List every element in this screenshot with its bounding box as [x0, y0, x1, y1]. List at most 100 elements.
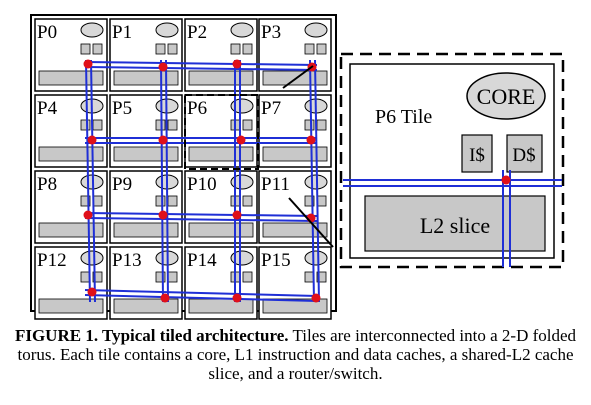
- core-label: CORE: [477, 84, 536, 109]
- leader-line-bottom: [288, 197, 334, 248]
- tile-dcache: [167, 119, 178, 131]
- link-col-1-a: [160, 59, 164, 303]
- tile-label: P11: [261, 174, 290, 195]
- router-p10: [232, 210, 242, 220]
- link-col-1-b: [165, 59, 169, 303]
- router-p12: [87, 287, 97, 297]
- tile-label: P2: [187, 22, 207, 43]
- tile-icache: [155, 195, 166, 207]
- tile-dcache: [92, 43, 103, 55]
- tile-core: [80, 250, 104, 266]
- zoom-router: [501, 175, 511, 185]
- tile-label: P12: [37, 250, 67, 271]
- tile-icache: [230, 43, 241, 55]
- tile-l2-slice: [38, 222, 104, 238]
- tile-p1: P1: [109, 18, 183, 92]
- tile-core: [80, 22, 104, 38]
- tile-l2-slice: [188, 146, 254, 162]
- tile-l2-slice: [113, 146, 179, 162]
- tile-l2-slice: [262, 222, 328, 238]
- icache-label: I$: [469, 145, 485, 166]
- tile-label: P3: [261, 22, 281, 43]
- l2-slice-label: L2 slice: [420, 213, 490, 238]
- tile-label: P13: [112, 250, 142, 271]
- link-row-2-b: [84, 217, 318, 222]
- link-row-2-a: [84, 212, 318, 217]
- link-col-3-a: [309, 59, 315, 303]
- router-p4: [87, 135, 97, 145]
- tile-l2-slice: [113, 298, 179, 314]
- zoom-title: P6 Tile: [375, 106, 432, 128]
- tile-label: P9: [112, 174, 132, 195]
- tile-p14: P14: [184, 246, 258, 320]
- torus-links: [84, 59, 320, 303]
- icache-block: [461, 134, 493, 173]
- tile-icache: [80, 195, 91, 207]
- tile-icache: [80, 43, 91, 55]
- router-p13: [160, 293, 170, 303]
- tile-icache: [155, 43, 166, 55]
- tile-dcache: [92, 119, 103, 131]
- tile-p6: P6: [184, 94, 258, 168]
- tile-core: [230, 98, 254, 114]
- tile-label: P15: [261, 250, 291, 271]
- tile-label: P7: [261, 98, 281, 119]
- router-p5: [158, 135, 168, 145]
- tile-l2-slice: [262, 298, 328, 314]
- caption-text: Tiles are interconnected into a 2-D fold…: [17, 326, 577, 383]
- tile-icache: [80, 119, 91, 131]
- tile-core: [304, 250, 328, 266]
- tile-dcache: [242, 271, 253, 283]
- tile-dcache: [167, 43, 178, 55]
- tile-p5: P5: [109, 94, 183, 168]
- core-block: [466, 72, 546, 120]
- tile-icache: [304, 195, 315, 207]
- dcache-label: D$: [512, 145, 535, 166]
- tile-l2-slice: [38, 298, 104, 314]
- leader-line-top: [282, 65, 314, 89]
- router-p15: [311, 293, 321, 303]
- tile-label: P4: [37, 98, 58, 119]
- dcache-block: [506, 134, 543, 173]
- p6-highlight: [184, 94, 259, 170]
- tile-core: [155, 22, 179, 38]
- tile-core: [230, 22, 254, 38]
- tile-dcache: [316, 271, 327, 283]
- figure-caption: FIGURE 1. Typical tiled architecture. Ti…: [0, 326, 591, 383]
- caption-title: FIGURE 1. Typical tiled architecture.: [14, 326, 289, 345]
- tile-label: P8: [37, 174, 57, 195]
- tile-icache: [304, 43, 315, 55]
- tile-label: P6: [187, 98, 207, 119]
- link-row-0-a: [84, 61, 318, 66]
- tile-core: [230, 250, 254, 266]
- tile-p7: P7: [258, 94, 332, 168]
- tile-l2-slice: [188, 70, 254, 86]
- tile-p9: P9: [109, 170, 183, 244]
- tile-icache: [304, 119, 315, 131]
- link-col-0-a: [85, 59, 91, 303]
- tile-dcache: [242, 43, 253, 55]
- link-row-3-a: [84, 289, 318, 297]
- tile-dcache: [242, 195, 253, 207]
- tile-p12: P12: [34, 246, 108, 320]
- tile-p15: P15: [258, 246, 332, 320]
- tile-label: P5: [112, 98, 132, 119]
- tile-dcache: [167, 271, 178, 283]
- tile-l2-slice: [113, 70, 179, 86]
- tile-dcache: [167, 195, 178, 207]
- tile-p8: P8: [34, 170, 108, 244]
- tile-p10: P10: [184, 170, 258, 244]
- p6-zoom: P6 Tile CORE I$ D$ L2 slice: [339, 52, 565, 269]
- tile-core: [304, 22, 328, 38]
- router-p14: [232, 293, 242, 303]
- tile-p2: P2: [184, 18, 258, 92]
- routers: [83, 59, 321, 303]
- tile-p11: P11: [258, 170, 332, 244]
- tile-core: [230, 174, 254, 190]
- tile-dcache: [242, 119, 253, 131]
- tile-label: P14: [187, 250, 217, 271]
- router-p6: [236, 135, 246, 145]
- router-p0: [83, 59, 93, 69]
